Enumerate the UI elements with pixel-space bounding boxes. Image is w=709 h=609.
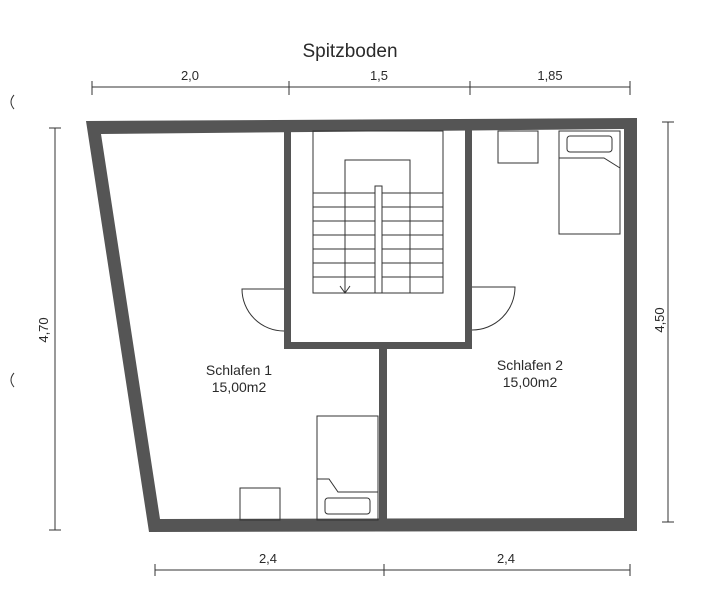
dim-top-2: 1,5	[370, 68, 388, 83]
room-name-schlafen-1: Schlafen 1	[206, 362, 272, 378]
stair-direction-arrow	[339, 285, 351, 294]
partition-wall	[379, 349, 387, 520]
bed-schlafen-1	[316, 415, 379, 521]
blanket-fold	[317, 478, 378, 493]
binder-hole-mark	[10, 94, 15, 110]
stair-wall-bottom	[284, 342, 472, 349]
stair-center-post	[374, 185, 383, 294]
binder-hole-mark	[10, 372, 15, 388]
room-area-schlafen-1: 15,00m2	[212, 379, 267, 395]
nightstand	[497, 130, 539, 164]
dim-bottom-2: 2,4	[497, 551, 515, 566]
door-swing-right	[471, 286, 516, 331]
plan-title: Spitzboden	[302, 41, 397, 62]
pillow	[566, 135, 613, 153]
outer-walls	[86, 118, 637, 532]
door-swing-left	[241, 288, 285, 332]
dim-top-3: 1,85	[537, 68, 562, 83]
dim-bottom-1: 2,4	[259, 551, 277, 566]
top-dimension-line: 2,0 1,5 1,85	[91, 68, 631, 95]
dim-right: 4,50	[652, 307, 667, 332]
nightstand	[239, 487, 281, 521]
dim-top-1: 2,0	[181, 68, 199, 83]
stair-wall-left	[284, 131, 291, 349]
bed-schlafen-2	[558, 130, 621, 235]
stair-handrail	[344, 159, 411, 293]
pillow	[324, 497, 371, 515]
bottom-dimension-line: 2,4 2,4	[154, 551, 631, 576]
stair-wall-right	[465, 130, 472, 349]
right-dimension-line: 4,50	[652, 121, 674, 523]
staircase	[312, 130, 444, 294]
stair-well	[312, 130, 444, 294]
room-name-schlafen-2: Schlafen 2	[497, 357, 563, 373]
dim-left: 4,70	[36, 317, 51, 342]
left-dimension-line: 4,70	[36, 127, 61, 531]
blanket-fold	[559, 157, 621, 169]
room-area-schlafen-2: 15,00m2	[503, 374, 558, 390]
